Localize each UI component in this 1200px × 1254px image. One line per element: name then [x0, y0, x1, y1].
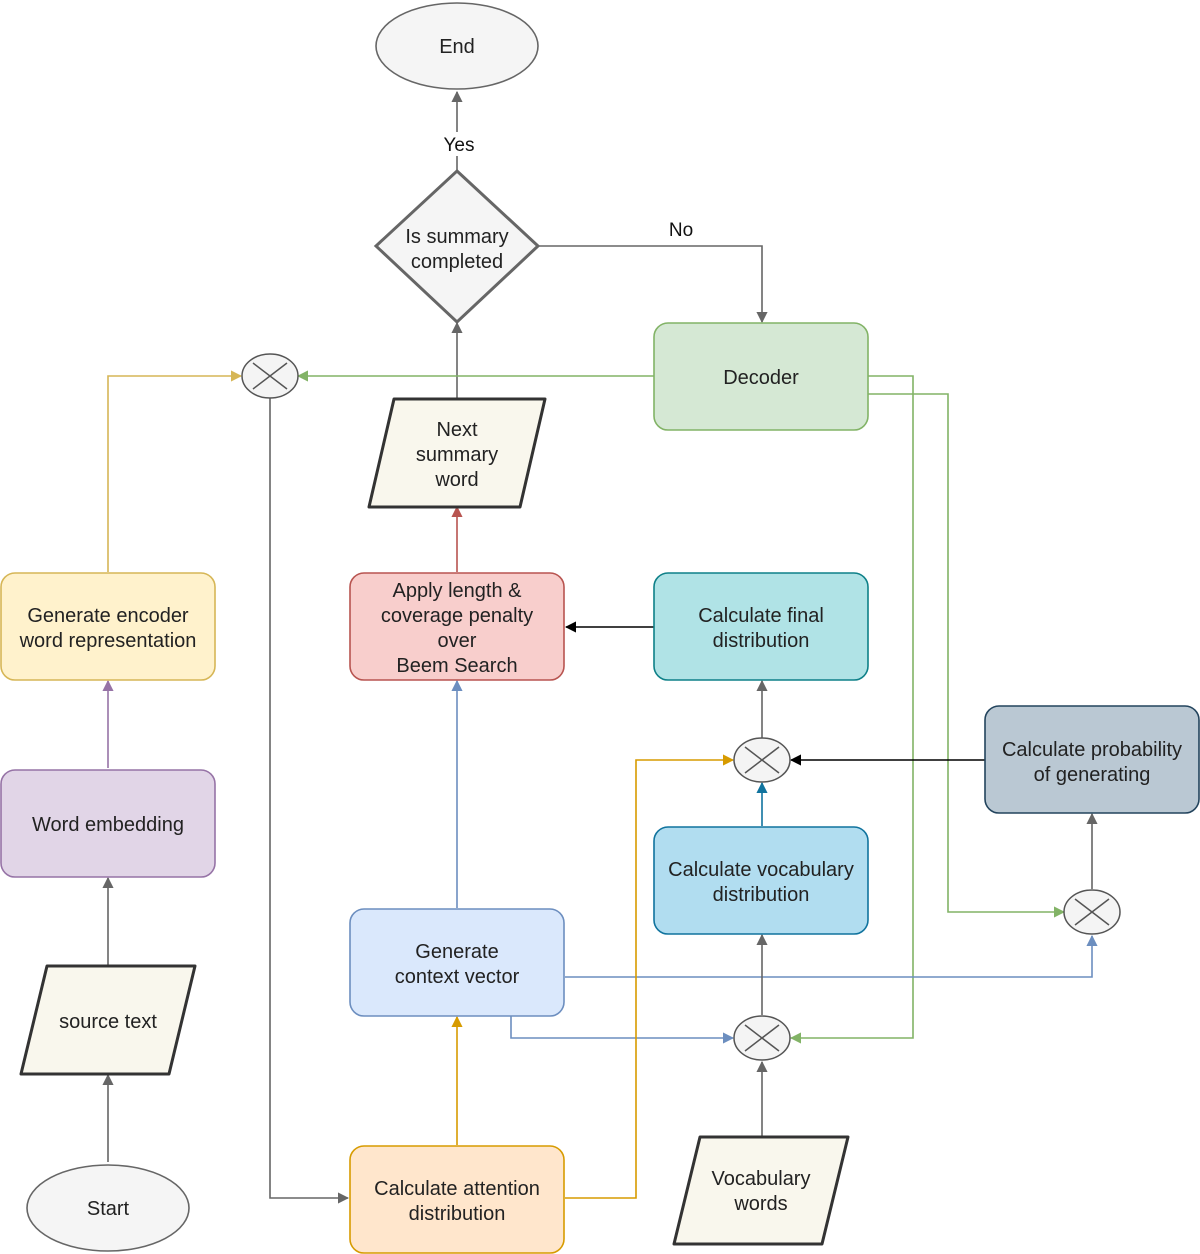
- edge-context-to-mult3: [510, 1016, 735, 1044]
- start-label: Start: [87, 1198, 130, 1220]
- yes-label: Yes: [444, 135, 475, 156]
- penalty-line2: coverage penalty: [381, 605, 533, 627]
- penalty-line4: Beem Search: [396, 655, 517, 677]
- edge-encoder-to-mult1: [107, 370, 243, 572]
- no-label: No: [669, 220, 693, 241]
- final-distribution-box: Calculate final distribution: [653, 572, 869, 681]
- multiply-node-final: [733, 737, 791, 783]
- attention-distribution-box: Calculate attention distribution: [349, 1145, 565, 1254]
- vocab-words-line2: words: [733, 1193, 787, 1215]
- decoder-box: Decoder: [653, 322, 869, 431]
- encoder-representation-box: Generate encoder word representation: [0, 572, 216, 681]
- start-node: Start: [26, 1164, 190, 1252]
- context-vector-box: Generate context vector: [349, 908, 565, 1017]
- decision-label-line1: Is summary: [405, 226, 508, 248]
- penalty-line1: Apply length &: [393, 580, 523, 602]
- multiply-node-encoder-decoder: [241, 353, 299, 399]
- penalty-beam-search-box: Apply length & coverage penalty over Bee…: [349, 572, 565, 681]
- next-word-line3: word: [434, 469, 478, 491]
- attention-line2: distribution: [409, 1203, 506, 1225]
- vocab-words-line1: Vocabulary: [712, 1168, 811, 1190]
- context-line1: Generate: [415, 941, 498, 963]
- vocabulary-distribution-box: Calculate vocabulary distribution: [653, 826, 869, 935]
- word-embedding-label: Word embedding: [32, 814, 184, 836]
- edge-decoder-to-mult4: [868, 393, 1066, 918]
- edge-attention-to-mult2: [565, 754, 735, 1199]
- vocab-dist-line1: Calculate vocabulary: [668, 859, 854, 881]
- prob-gen-line1: Calculate probability: [1002, 739, 1182, 761]
- summary-completed-decision: Is summary completed: [373, 168, 541, 325]
- decoder-label: Decoder: [723, 367, 799, 389]
- prob-gen-line2: of generating: [1034, 764, 1151, 786]
- vocab-dist-line2: distribution: [713, 884, 810, 906]
- next-word-line1: Next: [436, 419, 478, 441]
- multiply-node-generation: [1063, 889, 1121, 935]
- context-line2: context vector: [395, 966, 520, 988]
- decision-label-line2: completed: [411, 251, 503, 273]
- vocabulary-words-io: Vocabulary words: [672, 1135, 850, 1246]
- final-dist-line2: distribution: [713, 630, 810, 652]
- edge-context-to-mult4: [565, 934, 1098, 978]
- multiply-node-vocabulary: [733, 1015, 791, 1061]
- edge-decoder-to-mult3: [789, 375, 914, 1044]
- next-summary-word-io: Next summary word: [367, 397, 547, 509]
- probability-generating-box: Calculate probability of generating: [984, 705, 1200, 814]
- edge-decision-to-decoder: [538, 245, 768, 324]
- end-label: End: [439, 36, 475, 58]
- final-dist-line1: Calculate final: [698, 605, 824, 627]
- attention-line1: Calculate attention: [374, 1178, 540, 1200]
- penalty-line3: over: [438, 630, 477, 652]
- source-text-label: source text: [59, 1011, 157, 1033]
- next-word-line2: summary: [416, 444, 498, 466]
- end-node: End: [375, 2, 539, 90]
- encoder-rep-line2: word representation: [19, 630, 197, 652]
- source-text-io: source text: [19, 964, 197, 1076]
- edge-mult1-to-attention: [269, 398, 350, 1204]
- encoder-rep-line1: Generate encoder: [27, 605, 189, 627]
- word-embedding-box: Word embedding: [0, 769, 216, 878]
